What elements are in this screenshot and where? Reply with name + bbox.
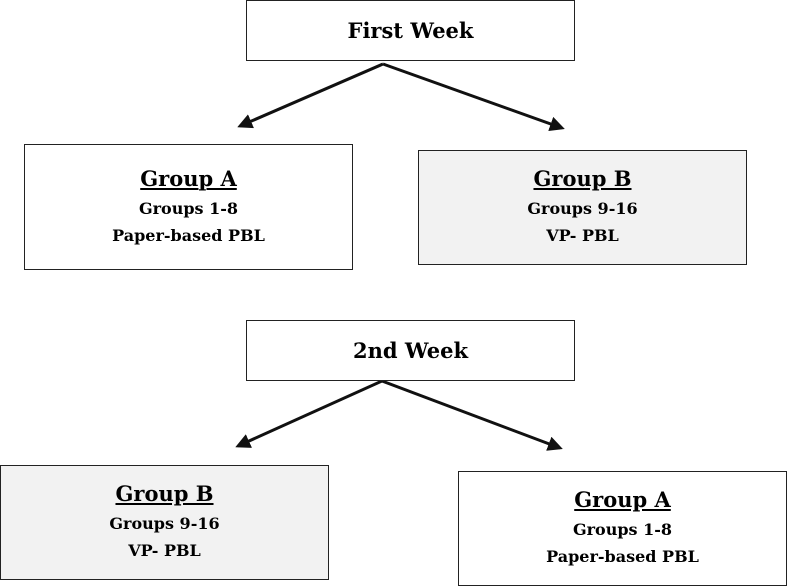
week1-box: First Week — [246, 0, 575, 61]
week2-title: 2nd Week — [352, 338, 469, 363]
group-name: Group B — [533, 166, 632, 191]
arrow-week2-to-right — [381, 379, 563, 451]
group-method: VP- PBL — [546, 226, 619, 245]
week2-right-group-box: Group A Groups 1-8 Paper-based PBL — [458, 471, 787, 586]
group-numbers: Groups 1-8 — [138, 198, 239, 218]
group-method: Paper-based PBL — [546, 547, 699, 566]
group-name: Group A — [140, 165, 237, 191]
group-numbers: Groups 9-16 — [109, 514, 220, 533]
group-name: Group B — [115, 481, 214, 506]
week1-title: First Week — [347, 18, 474, 43]
group-numbers: Groups 1-8 — [572, 520, 673, 539]
group-method: VP- PBL — [128, 541, 201, 560]
group-numbers: Groups 9-16 — [527, 199, 638, 218]
week1-right-group-box: Group B Groups 9-16 VP- PBL — [418, 150, 747, 265]
arrow-week1-to-left — [237, 62, 384, 129]
week1-left-group-box: Group A Groups 1-8 Paper-based PBL — [24, 144, 353, 270]
week2-box: 2nd Week — [246, 320, 575, 381]
arrow-week1-to-right — [382, 62, 565, 132]
arrow-week2-to-left — [235, 379, 383, 448]
week2-left-group-box: Group B Groups 9-16 VP- PBL — [0, 465, 329, 580]
group-method: Paper-based PBL — [112, 225, 265, 245]
group-name: Group A — [574, 487, 671, 512]
